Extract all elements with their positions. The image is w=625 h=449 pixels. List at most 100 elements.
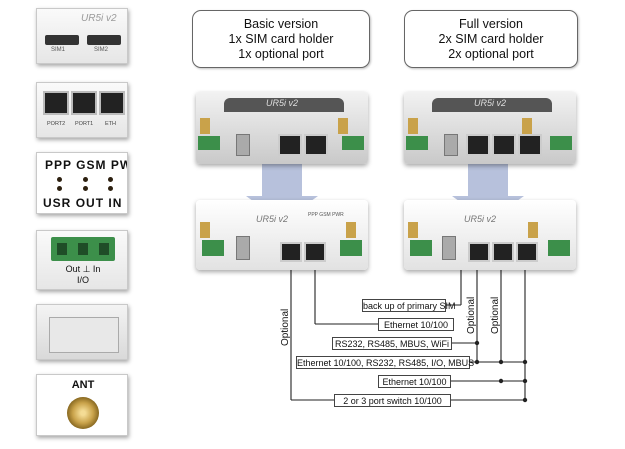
junction-dots xyxy=(474,340,528,403)
full-version-title: Full version xyxy=(459,17,523,31)
rj45-port-icon xyxy=(468,242,490,262)
rj45-port-icon xyxy=(99,91,125,115)
usb-port-icon xyxy=(236,134,250,156)
antenna-connector-icon xyxy=(346,222,356,238)
usb-port-icon xyxy=(444,134,458,156)
full-version-box: Full version 2x SIM card holder 2x optio… xyxy=(404,10,578,68)
router-led-labels: PPP GSM PWR xyxy=(308,212,344,218)
screw-icon xyxy=(77,243,88,255)
sim-slot-1 xyxy=(45,35,79,45)
terminal-block-icon xyxy=(51,237,115,261)
router-top-ridge xyxy=(432,98,552,112)
power-terminal-icon xyxy=(198,136,220,150)
usb-port-icon xyxy=(236,236,250,260)
led-out-label: OUT xyxy=(75,196,105,210)
callout-serial-options: RS232, RS485, MBUS, WiFi xyxy=(332,337,452,350)
full-version-port: 2x optional port xyxy=(448,47,534,61)
io-terminal-icon xyxy=(550,136,572,150)
optional-label-full-2: Optional xyxy=(490,296,501,334)
led-dot-icon xyxy=(82,186,88,191)
callout-backup-sim: back up of primary SIM xyxy=(362,299,456,312)
led-in-label: IN xyxy=(108,196,123,210)
basic-version-sim: 1x SIM card holder xyxy=(228,32,334,46)
module-thumbnail xyxy=(36,304,128,360)
power-terminal-icon xyxy=(406,136,428,150)
usb-port-icon xyxy=(442,236,456,260)
sim-holder-thumbnail: UR5i v2 SIM1 SIM2 xyxy=(36,8,128,64)
callout-ethernet-basic: Ethernet 10/100 xyxy=(378,318,454,331)
led-usr-label: USR xyxy=(43,196,72,210)
brand-label: UR5i v2 xyxy=(81,13,117,24)
rj45-port-icon xyxy=(518,134,542,156)
screw-icon xyxy=(99,243,110,255)
router-brand-label: UR5i v2 xyxy=(266,98,299,108)
port1-label: PORT1 xyxy=(75,121,94,127)
led-row-bottom: USR OUT IN xyxy=(43,196,122,210)
rj45-port-icon xyxy=(278,134,302,156)
rj45-port-icon xyxy=(71,91,97,115)
basic-router-front-view: UR5i v2 PPP GSM PWR xyxy=(196,200,368,270)
full-router-top-view: UR5i v2 xyxy=(404,92,576,164)
callout-ethernet-full: Ethernet 10/100 xyxy=(378,375,451,388)
router-brand-label: UR5i v2 xyxy=(464,214,497,224)
port2-label: PORT2 xyxy=(47,121,66,127)
led-dot-icon xyxy=(57,177,62,182)
sim-slot-2 xyxy=(87,35,121,45)
antenna-connector-icon xyxy=(528,222,538,238)
ports-thumbnail: PORT2 PORT1 ETH xyxy=(36,82,128,138)
router-brand-label: UR5i v2 xyxy=(256,214,289,224)
full-version-sim: 2x SIM card holder xyxy=(438,32,544,46)
io-terminal-icon xyxy=(340,240,362,256)
rj45-port-icon xyxy=(304,242,326,262)
sim2-label: SIM2 xyxy=(94,47,109,53)
io-terminal-thumbnail: Out ⊥ In I/O xyxy=(36,230,128,290)
led-dot-icon xyxy=(108,177,113,182)
callout-multi-options: Ethernet 10/100, RS232, RS485, I/O, MBUS xyxy=(296,356,475,369)
basic-version-port: 1x optional port xyxy=(238,47,324,61)
antenna-thumbnail: ANT xyxy=(36,374,128,436)
led-dots-row-1 xyxy=(57,177,113,182)
rj45-port-icon xyxy=(466,134,490,156)
power-terminal-icon xyxy=(202,240,224,256)
antenna-connector-icon xyxy=(522,118,532,134)
optional-label-basic: Optional xyxy=(280,308,291,346)
eth-label: ETH xyxy=(105,121,116,127)
antenna-connector-icon xyxy=(67,397,99,429)
router-top-ridge xyxy=(224,98,344,112)
led-dot-icon xyxy=(82,177,88,182)
power-terminal-icon xyxy=(410,240,432,256)
led-dot-icon xyxy=(57,186,62,191)
io-pins-label: Out ⊥ In xyxy=(65,264,101,274)
module-body-icon xyxy=(49,317,119,353)
led-dots-row-2 xyxy=(57,186,113,191)
screw-icon xyxy=(56,243,67,255)
antenna-connector-icon xyxy=(408,222,418,238)
sim1-label: SIM1 xyxy=(51,47,66,53)
basic-router-top-view: UR5i v2 xyxy=(196,92,368,164)
rj45-port-icon xyxy=(304,134,328,156)
rj45-port-icon xyxy=(43,91,69,115)
basic-version-box: Basic version 1x SIM card holder 1x opti… xyxy=(192,10,370,68)
antenna-connector-icon xyxy=(200,118,210,134)
basic-version-title: Basic version xyxy=(243,17,319,31)
router-brand-label: UR5i v2 xyxy=(474,98,507,108)
optional-label-full-1: Optional xyxy=(466,296,477,334)
led-gsm-label: GSM xyxy=(76,158,107,172)
ant-label: ANT xyxy=(71,379,95,391)
antenna-connector-icon xyxy=(200,222,210,238)
led-ppp-label: PPP xyxy=(45,158,72,172)
led-indicators-thumbnail: PPP GSM PWR USR OUT IN xyxy=(36,152,128,214)
io-terminal-icon xyxy=(342,136,364,150)
full-router-front-view: UR5i v2 xyxy=(404,200,576,270)
antenna-connector-icon xyxy=(408,118,418,134)
led-row-top: PPP GSM PWR xyxy=(45,158,127,172)
led-pwr-label: PWR xyxy=(110,158,127,172)
antenna-connector-icon xyxy=(338,118,348,134)
callout-port-switch: 2 or 3 port switch 10/100 xyxy=(334,394,451,407)
rj45-port-icon xyxy=(516,242,538,262)
io-terminal-icon xyxy=(548,240,570,256)
led-dot-icon xyxy=(108,186,113,191)
io-label: I/O xyxy=(76,275,89,285)
rj45-port-icon xyxy=(280,242,302,262)
rj45-port-icon xyxy=(492,242,514,262)
